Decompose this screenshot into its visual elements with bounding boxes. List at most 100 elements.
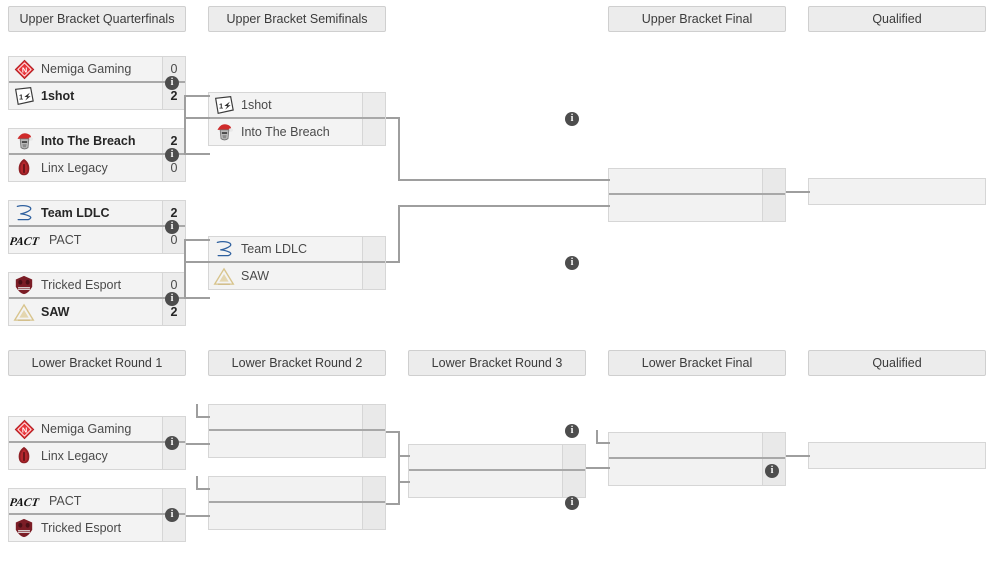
match-ub-qf-2[interactable]: Into The Breach 2 Linx Legacy 0 i — [8, 128, 186, 182]
connector-sf1-ubf-v — [398, 117, 400, 179]
match-row-team-bottom[interactable] — [609, 459, 785, 485]
match-info-icon[interactable]: i — [565, 496, 579, 510]
match-ub-qf-1[interactable]: N Nemiga Gaming 0 1 1shot 2 i — [8, 56, 186, 110]
match-ub-qf-4[interactable]: Tricked Esport 0 SAW 2 i — [8, 272, 186, 326]
round-header-lb-round-1[interactable]: Lower Bracket Round 1 — [8, 350, 186, 376]
match-lb-r2-1[interactable]: i — [208, 404, 579, 458]
match-info-icon[interactable]: i — [165, 76, 179, 90]
team-score — [362, 237, 385, 261]
match-info-icon[interactable]: i — [165, 508, 179, 522]
match-ub-sf-2[interactable]: Team LDLC SAW i — [208, 236, 579, 290]
connector-sf2-ubf-h — [386, 261, 400, 263]
team-score — [362, 119, 385, 145]
pact-logo: PACT — [9, 489, 47, 513]
connector-qf3-sf2-v — [184, 239, 186, 263]
team-score: 0 — [162, 155, 185, 181]
round-header-ub-semifinals[interactable]: Upper Bracket Semifinals — [208, 6, 386, 32]
match-row-team-bottom[interactable]: PACT PACT 0 — [9, 227, 185, 253]
connector-lbr3-lbfinal — [586, 467, 610, 469]
match-row-team-bottom[interactable]: 1 1shot 2 — [9, 83, 185, 109]
match-lb-final[interactable]: i — [608, 432, 786, 486]
round-header-ub-final[interactable]: Upper Bracket Final — [608, 6, 786, 32]
match-row-team-bottom[interactable]: Linx Legacy 0 — [9, 155, 185, 181]
match-info-icon[interactable]: i — [165, 292, 179, 306]
match-row-team-top[interactable]: Into The Breach 2 — [9, 129, 185, 155]
connector-ubf-qualified — [786, 191, 810, 193]
team-name: Tricked Esport — [41, 278, 122, 292]
match-info-icon[interactable]: i — [165, 148, 179, 162]
team-score: 0 — [162, 227, 185, 253]
connector-lb-r2-2-dropin-h — [196, 488, 210, 490]
match-row-team-top[interactable] — [609, 433, 785, 459]
match-row-team-top[interactable] — [209, 477, 385, 503]
match-row-team-top[interactable] — [409, 445, 585, 471]
team-name: Tricked Esport — [41, 521, 122, 535]
connector-qf1-sf1-in — [184, 117, 210, 119]
team-name: 1shot — [241, 98, 272, 112]
team-name: PACT — [49, 233, 82, 247]
match-lb-r1-2[interactable]: PACT PACT Tricked Esport i — [8, 488, 186, 542]
match-row-team-top[interactable]: N Nemiga Gaming 0 — [9, 57, 185, 83]
into-the-breach-logo — [209, 120, 239, 144]
svg-text:PACT: PACT — [10, 494, 41, 508]
round-header-lb-round-3[interactable]: Lower Bracket Round 3 — [408, 350, 586, 376]
connector-qf1-sf1-v — [184, 95, 186, 119]
team-score — [362, 93, 385, 117]
match-row-team-bottom[interactable]: SAW 2 — [9, 299, 185, 325]
connector-lb-r2-2-dropin-v — [196, 476, 198, 490]
match-lb-r3-1[interactable]: i — [408, 444, 779, 498]
connector-lbfinal-dropin-h — [596, 442, 610, 444]
match-row-team-bottom[interactable]: SAW — [209, 263, 385, 289]
qualified-row[interactable] — [809, 443, 985, 468]
match-ub-sf-1[interactable]: 1 1shot Into The Breach i — [208, 92, 579, 146]
match-row-team-top[interactable]: N Nemiga Gaming — [9, 417, 185, 443]
connector-qf3-sf2-in — [184, 261, 210, 263]
match-row-team-top[interactable] — [609, 169, 785, 195]
connector-qf3-sf2-h — [186, 239, 210, 241]
svg-text:N: N — [21, 65, 26, 74]
slot-ub-qualified[interactable] — [808, 178, 986, 205]
match-row-team-bottom[interactable] — [609, 195, 785, 221]
round-header-lb-final[interactable]: Lower Bracket Final — [608, 350, 786, 376]
connector-lbr2-2-lbr3-in — [398, 481, 410, 483]
match-row-team-bottom[interactable]: Linx Legacy — [9, 443, 185, 469]
team-score — [762, 433, 785, 457]
team-score: 2 — [162, 201, 185, 225]
slot-lb-qualified[interactable] — [808, 442, 986, 469]
match-row-team-top[interactable]: 1 1shot — [209, 93, 385, 119]
match-row-team-top[interactable]: Team LDLC — [209, 237, 385, 263]
match-row-team-bottom[interactable] — [209, 503, 385, 529]
match-lb-r2-2[interactable]: i — [208, 476, 579, 530]
team-name: Nemiga Gaming — [41, 422, 132, 436]
team-score — [162, 417, 185, 441]
match-row-team-top[interactable] — [209, 405, 385, 431]
match-row-team-bottom[interactable]: Into The Breach — [209, 119, 385, 145]
match-info-icon[interactable]: i — [565, 424, 579, 438]
qualified-row[interactable] — [809, 179, 985, 204]
match-row-team-bottom[interactable]: Tricked Esport — [9, 515, 185, 541]
round-header-ub-qualified[interactable]: Qualified — [808, 6, 986, 32]
match-ub-final[interactable]: i — [608, 168, 786, 222]
match-row-team-top[interactable]: PACT PACT — [9, 489, 185, 515]
team-score: 0 — [162, 273, 185, 297]
match-row-team-top[interactable]: Team LDLC 2 — [9, 201, 185, 227]
round-header-lb-round-2[interactable]: Lower Bracket Round 2 — [208, 350, 386, 376]
team-score — [362, 477, 385, 501]
match-info-icon[interactable]: i — [165, 436, 179, 450]
match-info-icon[interactable]: i — [565, 256, 579, 270]
match-info-icon[interactable]: i — [565, 112, 579, 126]
match-row-team-bottom[interactable] — [209, 431, 385, 457]
round-header-ub-quarterfinals[interactable]: Upper Bracket Quarterfinals — [8, 6, 186, 32]
match-ub-qf-3[interactable]: Team LDLC 2 PACT PACT 0 i — [8, 200, 186, 254]
nemiga-gaming-logo: N — [9, 417, 39, 441]
round-header-lb-qualified[interactable]: Qualified — [808, 350, 986, 376]
svg-text:PACT: PACT — [10, 233, 41, 247]
team-name: Team LDLC — [241, 242, 307, 256]
match-info-icon[interactable]: i — [765, 464, 779, 478]
match-row-team-bottom[interactable] — [409, 471, 585, 497]
match-row-team-top[interactable]: Tricked Esport 0 — [9, 273, 185, 299]
connector-lbr1-1-lbr2-1 — [186, 443, 210, 445]
match-lb-r1-1[interactable]: N Nemiga Gaming Linx Legacy i — [8, 416, 186, 470]
match-info-icon[interactable]: i — [165, 220, 179, 234]
